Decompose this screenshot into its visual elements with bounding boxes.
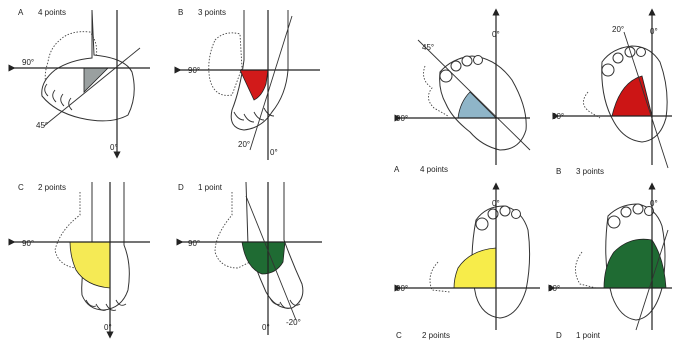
right-a-toe-4 xyxy=(474,56,483,65)
right-panel-d-letter: D xyxy=(556,331,562,340)
left-panel-a-letter: A xyxy=(18,8,24,17)
right-panel-b-caption: 3 points xyxy=(576,167,604,176)
right-a-label-45: 45° xyxy=(422,43,434,52)
left-panel-b: B 3 points 90° 0° 20° xyxy=(178,8,320,160)
right-b-label-0: 0° xyxy=(650,27,658,36)
right-c-label-0: 0° xyxy=(492,199,500,208)
left-b-label-20: 20° xyxy=(238,140,250,149)
right-c-toe-4 xyxy=(512,210,521,219)
left-panel-a: A 4 points 90° 0° 45° xyxy=(12,8,150,155)
right-b-label-90: 90° xyxy=(552,112,564,121)
right-panel-c-letter: C xyxy=(396,331,402,340)
left-c-rotation-wedge xyxy=(70,242,110,288)
right-a-toe-2 xyxy=(451,61,461,71)
left-b-label-90: 90° xyxy=(188,66,200,75)
left-panel-a-caption: 4 points xyxy=(38,8,66,17)
left-c-label-90: 90° xyxy=(22,239,34,248)
left-panel-c-letter: C xyxy=(18,183,24,192)
left-panel-d-caption: 1 point xyxy=(198,183,223,192)
left-a-label-90: 90° xyxy=(22,58,34,67)
left-panel-b-caption: 3 points xyxy=(198,8,226,17)
left-panel-c-caption: 2 points xyxy=(38,183,66,192)
right-c-label-90: 90° xyxy=(396,284,408,293)
left-d-ghost-foot xyxy=(215,192,250,268)
left-c-label-0: 0° xyxy=(104,323,112,332)
right-c-toe-1 xyxy=(476,218,488,230)
right-a-label-90: 90° xyxy=(396,114,408,123)
left-d-label-90: 90° xyxy=(188,239,200,248)
right-panel-c-caption: 2 points xyxy=(422,331,450,340)
left-panel-d-letter: D xyxy=(178,183,184,192)
left-panel-b-letter: B xyxy=(178,8,183,17)
right-d-label-90: 90° xyxy=(548,284,560,293)
right-panel-b-letter: B xyxy=(556,167,561,176)
left-a-foot-outline xyxy=(42,10,134,121)
right-d-label-0: 0° xyxy=(650,199,658,208)
right-panel-b: 90° 0° 20° B 3 points xyxy=(552,12,672,176)
right-panel-a-caption: 4 points xyxy=(420,165,448,174)
right-d-ghost-foot xyxy=(575,252,596,288)
right-panel-c: 90° 0° C 2 points xyxy=(396,186,540,340)
left-panel-d: D 1 point 90° 0° -20° xyxy=(178,182,322,335)
left-b-ghost-foot xyxy=(209,33,242,96)
right-d-toe-2 xyxy=(621,207,631,217)
right-panel-d-caption: 1 point xyxy=(576,331,601,340)
left-d-label-0: 0° xyxy=(262,323,270,332)
left-b-label-0: 0° xyxy=(270,148,278,157)
right-c-toe-3 xyxy=(500,206,510,216)
right-b-toe-1 xyxy=(602,64,614,76)
right-b-label-20: 20° xyxy=(612,25,624,34)
right-d-toe-3 xyxy=(633,204,643,214)
right-a-toe-3 xyxy=(462,56,472,66)
right-b-ghost-foot xyxy=(583,92,600,118)
right-panel-d: 90° 0° D 1 point xyxy=(548,186,672,340)
left-a-label-45: 45° xyxy=(36,121,48,130)
left-d-label-minus20: -20° xyxy=(286,318,301,327)
right-b-toe-2 xyxy=(613,53,623,63)
right-c-rotation-wedge xyxy=(454,248,496,288)
right-a-label-0: 0° xyxy=(492,30,500,39)
right-panel-a-letter: A xyxy=(394,165,400,174)
left-a-label-0: 0° xyxy=(110,143,118,152)
right-d-toe-1 xyxy=(608,216,620,228)
left-panel-c: C 2 points 90° 0° xyxy=(12,182,150,335)
right-b-toe-4 xyxy=(637,48,646,57)
right-panel-a: 90° 0° 45° A 4 points xyxy=(394,12,530,174)
